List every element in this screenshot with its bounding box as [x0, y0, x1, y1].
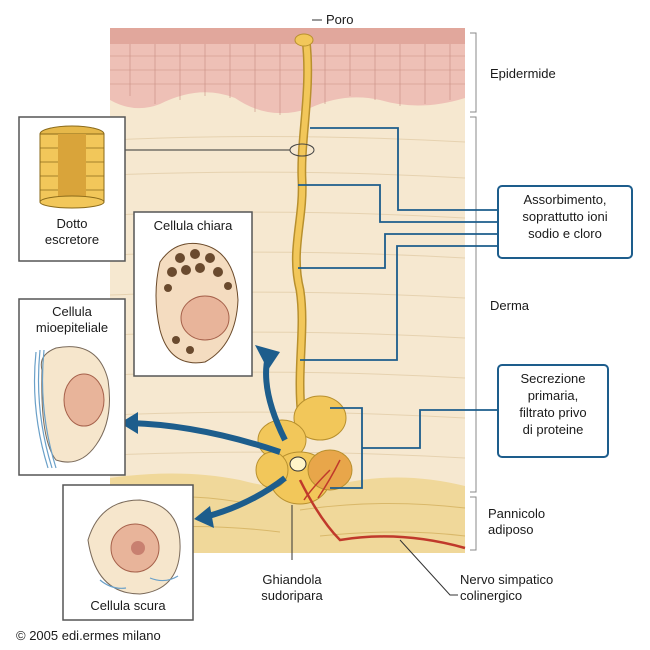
myoepithelial-caption: Cellula mioepiteliale: [19, 304, 125, 336]
absorption-connectors: [298, 127, 497, 361]
secretion-line3: filtrato privo: [519, 405, 587, 420]
absorption-callout: Assorbimento, soprattutto ioni sodio e c…: [497, 185, 633, 259]
adipose-label-line2: adiposo: [488, 522, 534, 537]
gland-label-line1: Ghiandola: [262, 572, 322, 587]
epidermis-layer: [110, 28, 465, 114]
inset-dark-cell-illustration: [62, 484, 194, 621]
myo-caption-line2: mioepiteliale: [35, 320, 109, 335]
inset-duct-illustration: [18, 116, 126, 262]
absorption-line1: Assorbimento,: [523, 192, 607, 207]
duct-caption-line2: escretore: [44, 232, 100, 247]
secretion-connectors: [330, 407, 497, 489]
adipose-layer: [110, 473, 465, 553]
duct-caption-line1: Dotto: [56, 216, 88, 231]
dermis-label: Derma: [490, 298, 530, 313]
nerve-label-line1: Nervo simpatico: [460, 572, 554, 587]
duct-inset-caption: Dotto escretore: [19, 216, 125, 248]
adipose-label-line1: Pannicolo: [488, 506, 546, 521]
myo-caption-line1: Cellula: [52, 304, 92, 319]
nerve-label-line2: colinergico: [460, 588, 523, 603]
absorption-line3: sodio e cloro: [528, 226, 602, 241]
epidermis-cells: [110, 44, 465, 115]
layer-brackets: [470, 32, 477, 551]
sweat-duct: [293, 39, 311, 421]
inset-clear-cell-illustration: [133, 211, 253, 377]
nerve-branches: [303, 459, 341, 501]
pore: [294, 33, 314, 47]
adipose-label: Pannicolo adiposo: [488, 506, 545, 538]
absorption-line2: soprattutto ioni: [522, 209, 608, 224]
secretion-callout: Secrezione primaria, filtrato privo di p…: [497, 364, 609, 458]
clear-cell-caption: Cellula chiara: [153, 218, 233, 233]
inset-myoepithelial-illustration: [18, 298, 126, 476]
dark-cell-caption: Cellula scura: [90, 598, 166, 613]
leader-lines: [125, 19, 458, 596]
secretion-line2: primaria,: [527, 388, 579, 403]
epidermis-label: Epidermide: [490, 66, 556, 81]
secretion-line4: di proteine: [522, 422, 584, 437]
gland-label: Ghiandola sudoripara: [252, 572, 332, 604]
gland-label-line2: sudoripara: [261, 588, 323, 603]
secretion-line1: Secrezione: [520, 371, 586, 386]
copyright: © 2005 edi.ermes milano: [16, 628, 161, 643]
inset-arrows: [120, 345, 288, 528]
stratum-corneum: [110, 28, 465, 44]
pore-label: Poro: [326, 12, 354, 27]
nerve-label: Nervo simpatico colinergico: [460, 572, 553, 604]
nerve-fiber: [298, 479, 466, 550]
